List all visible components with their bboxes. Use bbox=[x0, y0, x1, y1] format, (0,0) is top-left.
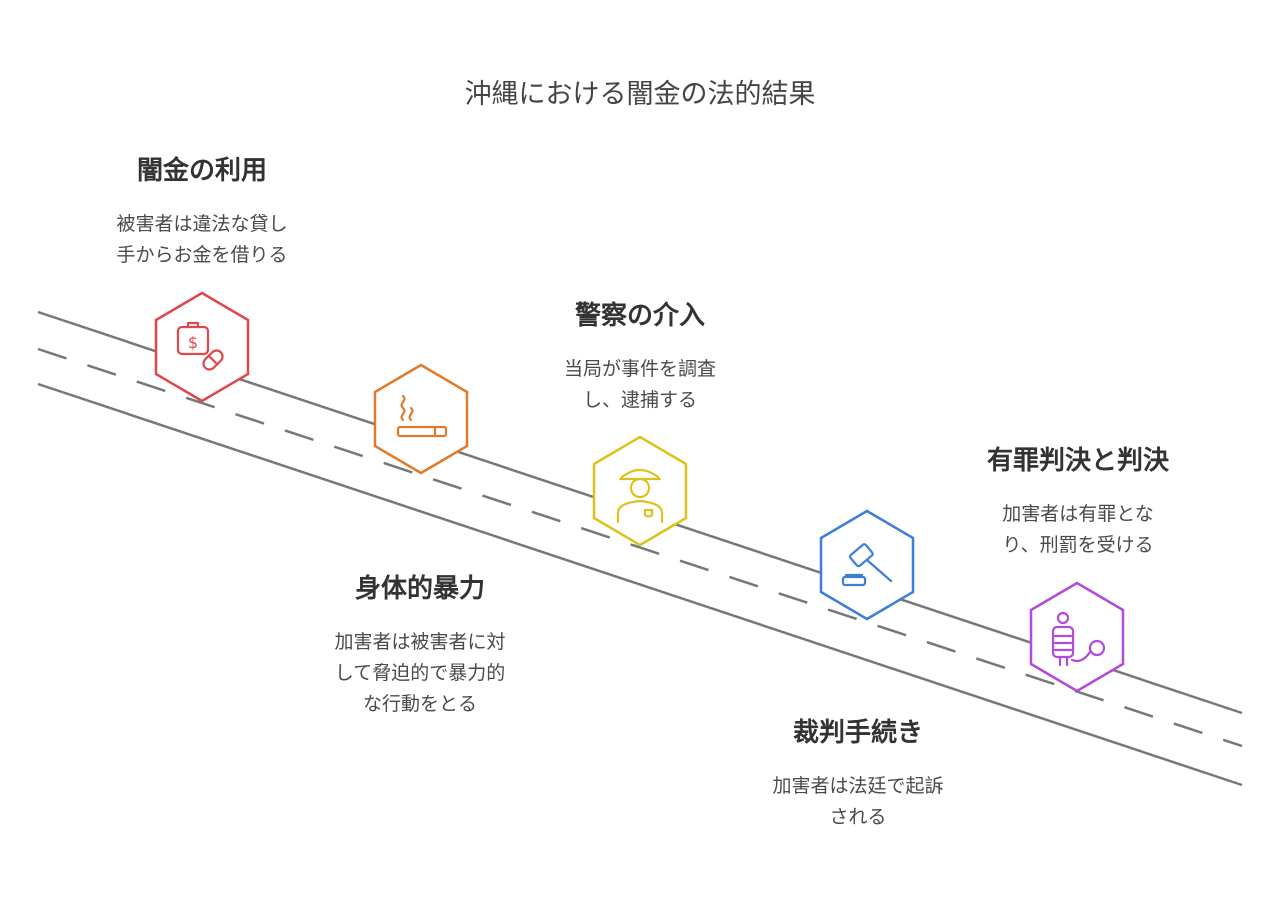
step-3-desc-line-1: 当局が事件を調査 bbox=[563, 358, 716, 380]
step-4-title: 裁判手続き bbox=[792, 718, 923, 748]
road-center-dashed-line bbox=[37, 347, 1243, 748]
step-2-description: 加害者は被害者に対 して脅迫的で暴力的 な行動をとる bbox=[300, 627, 540, 720]
step-3-title: 警察の介入 bbox=[574, 301, 705, 331]
step-1-desc-line-1: 被害者は違法な貸し bbox=[116, 213, 288, 235]
step-3-description: 当局が事件を調査 し、逮捕する bbox=[520, 354, 760, 416]
step-5-desc-line-2: り、刑罰を受ける bbox=[1002, 534, 1154, 556]
step-1-desc-line-2: 手からお金を借りる bbox=[116, 244, 288, 266]
prisoner-ball-chain-icon bbox=[1051, 611, 1106, 667]
cigarette-icon bbox=[396, 394, 448, 438]
step-2-desc-line-2: して脅迫的で暴力的 bbox=[334, 662, 506, 684]
svg-text:$: $ bbox=[188, 333, 198, 352]
step-2-title: 身体的暴力 bbox=[354, 574, 485, 604]
step-2-marker bbox=[373, 363, 469, 475]
step-4-marker bbox=[819, 509, 915, 621]
step-4-description: 加害者は法廷で起訴 される bbox=[738, 771, 978, 833]
step-5-marker bbox=[1029, 581, 1125, 693]
step-2-desc-line-3: な行動をとる bbox=[362, 693, 477, 715]
step-1-marker: $ bbox=[154, 291, 250, 403]
step-4-desc-line-2: される bbox=[829, 806, 887, 828]
step-3-marker bbox=[592, 435, 688, 547]
police-officer-icon bbox=[616, 468, 664, 524]
diagram-title: 沖縄における闇金の法的結果 bbox=[464, 79, 816, 110]
step-5-desc-line-1: 加害者は有罪とな bbox=[1002, 503, 1154, 525]
step-4-desc-line-1: 加害者は法廷で起訴 bbox=[772, 775, 944, 797]
step-5-description: 加害者は有罪とな り、刑罰を受ける bbox=[958, 499, 1198, 561]
step-1-text: 闇金の利用 被害者は違法な貸し 手からお金を借りる bbox=[82, 150, 322, 271]
step-2-text: 身体的暴力 加害者は被害者に対 して脅迫的で暴力的 な行動をとる bbox=[300, 568, 540, 720]
step-5-title: 有罪判決と判決 bbox=[986, 446, 1169, 476]
step-1-title: 闇金の利用 bbox=[136, 156, 267, 186]
road-edge-bottom bbox=[37, 382, 1243, 787]
step-2-desc-line-1: 加害者は被害者に対 bbox=[334, 631, 506, 653]
step-3-desc-line-2: し、逮捕する bbox=[582, 389, 697, 411]
step-4-text: 裁判手続き 加害者は法廷で起訴 される bbox=[738, 712, 978, 833]
step-5-text: 有罪判決と判決 加害者は有罪とな り、刑罰を受ける bbox=[958, 440, 1198, 561]
step-3-text: 警察の介入 当局が事件を調査 し、逮捕する bbox=[520, 295, 760, 416]
gavel-icon bbox=[841, 543, 893, 587]
step-1-description: 被害者は違法な貸し 手からお金を借りる bbox=[82, 209, 322, 271]
money-bag-pill-icon: $ bbox=[176, 321, 224, 371]
